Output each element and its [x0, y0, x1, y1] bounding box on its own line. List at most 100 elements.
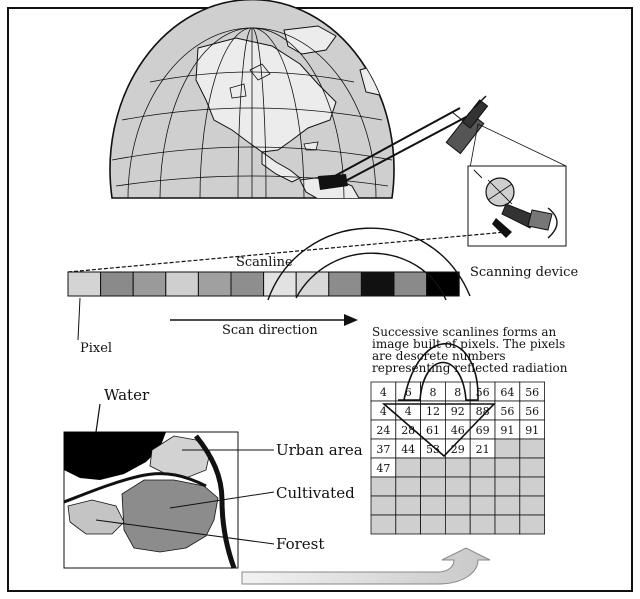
scan-direction-arrow — [170, 314, 358, 326]
scanline-pixel — [426, 271, 460, 297]
scan-arcs — [267, 227, 471, 301]
globe-land-greenland — [283, 25, 337, 55]
grid-cell — [494, 514, 521, 535]
device-scan-mirror — [492, 218, 512, 238]
grid-cell — [519, 495, 545, 516]
scanline-label: Scanline — [236, 255, 293, 270]
grid-cell-value: 91 — [500, 424, 514, 437]
water-body — [64, 432, 166, 480]
forest-label: Forest — [276, 535, 324, 553]
satellite — [319, 95, 567, 187]
scan-direction-label: Scan direction — [222, 323, 318, 338]
scan-to-grid-arrow — [381, 342, 496, 458]
grid-cell-value: 21 — [476, 443, 490, 456]
grid-cell — [469, 476, 496, 497]
grid-cell-value: 88 — [476, 405, 490, 418]
pixel-pointer-line — [77, 297, 81, 341]
grid-cell-value: 4 — [405, 405, 412, 418]
scanning-device-label: Scanning device — [470, 265, 578, 280]
grid-cell — [444, 476, 471, 497]
scanline-pixel — [165, 271, 199, 297]
pixel-caption: Successive scanlines forms an image buil… — [372, 325, 568, 375]
cultivated-patch — [121, 479, 219, 553]
pixel-label: Pixel — [80, 341, 112, 356]
grid-cell-value: 4 — [380, 405, 387, 418]
caption-line-3: are descrete numbers — [372, 349, 506, 363]
grid-cell-value: 4 — [380, 386, 387, 399]
grid-cell — [519, 514, 545, 535]
grid-cell — [420, 495, 446, 516]
grid-cell — [420, 476, 446, 497]
grid-cell — [370, 514, 397, 535]
ground-footprint — [318, 174, 348, 190]
scanline-pixel — [197, 271, 232, 297]
caption-line-2: image built of pixels. The pixels — [372, 337, 565, 351]
grid-cell-value: 46 — [451, 424, 465, 437]
globe — [109, 0, 395, 199]
scanline-pixel — [132, 271, 167, 297]
grid-cell-value: 44 — [401, 443, 415, 456]
grid-cell-value: 56 — [500, 405, 514, 418]
grid-cell — [469, 514, 496, 535]
grid-cell — [444, 514, 471, 535]
grid-cell-value: 47 — [376, 462, 390, 475]
scanline-pixel — [328, 271, 362, 297]
grid-cell — [370, 495, 397, 516]
grid-cell — [444, 495, 471, 516]
grid-cell-value: 6 — [405, 386, 412, 399]
scanline-pixel — [67, 271, 102, 297]
grid-cell-value: 56 — [525, 386, 539, 399]
globe-parallels — [111, 71, 393, 187]
cultivated-label: Cultivated — [276, 484, 355, 502]
grid-cell — [494, 457, 521, 478]
scan-ray-top — [67, 231, 507, 273]
globe-land-north-america — [195, 37, 337, 153]
caption-line-1: Successive scanlines forms an — [372, 325, 556, 339]
grid-cell — [395, 457, 421, 478]
globe-meridians — [127, 27, 377, 198]
grid-cell — [370, 476, 397, 497]
grid-cell — [494, 495, 521, 516]
grid-cell-value: 29 — [451, 443, 465, 456]
grid-cell — [494, 438, 521, 459]
map-to-grid-arrow — [241, 547, 491, 585]
urban-area-label: Urban area — [276, 441, 363, 459]
grid-cell-value: 53 — [426, 443, 440, 456]
water-label: Water — [104, 386, 150, 404]
grid-cell — [420, 514, 446, 535]
grid-cell — [519, 476, 545, 497]
urban-area-patch — [149, 435, 211, 479]
scanline-pixel — [230, 271, 265, 297]
caption-line-4: representing reflected radiation — [372, 361, 568, 375]
grid-cell-value: 56 — [476, 386, 490, 399]
grid-cell — [444, 457, 471, 478]
grid-cell-value: 8 — [430, 386, 437, 399]
grid-cell — [469, 495, 496, 516]
grid-cell — [494, 476, 521, 497]
grid-cell — [395, 514, 421, 535]
road-secondary — [63, 472, 207, 504]
grid-cell-value: 61 — [426, 424, 440, 437]
grid-cell-value: 64 — [500, 386, 514, 399]
land-cover-map — [63, 403, 275, 569]
scanline-pixel — [360, 271, 395, 297]
grid-cell — [420, 457, 446, 478]
forest-patch — [67, 499, 125, 535]
grid-cell-value: 91 — [525, 424, 539, 437]
grid-cell — [395, 476, 421, 497]
scanline-strip — [67, 271, 460, 297]
grid-cell — [395, 495, 421, 516]
grid-cell-value: 37 — [376, 443, 390, 456]
grid-cell — [519, 438, 545, 459]
globe-land-central-america — [261, 151, 301, 183]
grid-cell-value: 56 — [525, 405, 539, 418]
grid-cell-value: 69 — [476, 424, 490, 437]
grid-cell-value: 12 — [426, 405, 440, 418]
scanline-pixel — [100, 271, 134, 297]
grid-cell-value: 8 — [454, 386, 461, 399]
grid-cell — [469, 457, 496, 478]
grid-cell-value: 24 — [376, 424, 390, 437]
scanning-device-inset — [467, 165, 567, 247]
